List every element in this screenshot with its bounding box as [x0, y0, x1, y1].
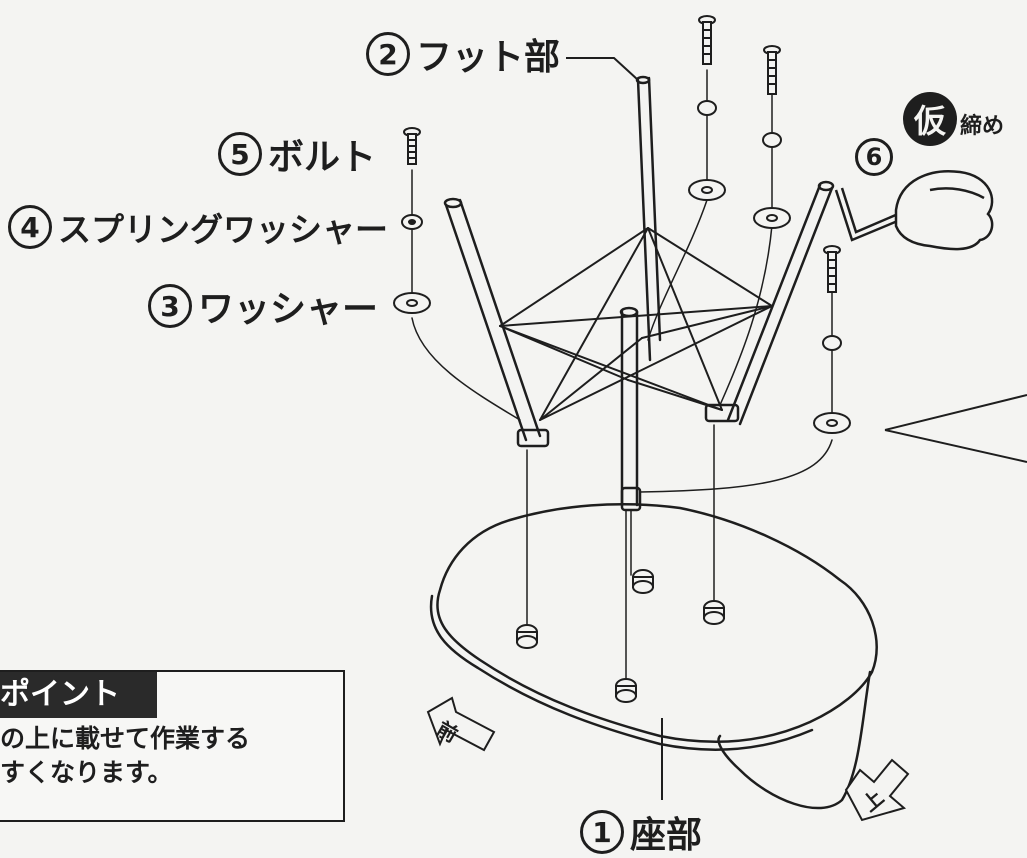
- temporary-tighten-badge: 仮: [903, 92, 957, 146]
- point-box: ポイント の上に載せて作業する すくなります。: [0, 670, 345, 822]
- label-foot: 2 フット部: [366, 28, 560, 80]
- label-washer-number: 3: [148, 284, 192, 328]
- label-wrench: 6: [855, 138, 893, 176]
- label-seat: 1 座部: [580, 806, 702, 858]
- label-spring-washer-number: 4: [8, 205, 52, 249]
- label-foot-number: 2: [366, 32, 410, 76]
- label-foot-text: フット部: [416, 37, 561, 78]
- temporary-tighten-text: 締め: [960, 114, 1005, 139]
- foot-left-leg: [444, 203, 528, 442]
- label-wrench-number: 6: [855, 138, 893, 176]
- seat-insert-nut-icon: [516, 569, 725, 703]
- front-arrow-icon: [426, 696, 496, 752]
- point-line: すくなります。: [0, 758, 173, 787]
- foot-leader-line: [566, 57, 639, 81]
- up-arrow-icon: [844, 758, 910, 822]
- seat-shell: [436, 503, 878, 743]
- foot-center-post: [636, 78, 652, 362]
- label-bolt-text: ボルト: [268, 137, 377, 178]
- label-spring-washer-text: スプリングワッシャー: [58, 210, 388, 249]
- seat-back-flap: [717, 670, 872, 810]
- label-washer: 3 ワッシャー: [148, 280, 378, 332]
- bolt-icon: [403, 127, 421, 165]
- point-header: ポイント: [0, 672, 157, 718]
- label-spring-washer: 4 スプリングワッシャー: [8, 203, 388, 251]
- label-bolt: 5 ボルト: [218, 128, 376, 180]
- seat-edge: [429, 594, 814, 751]
- label-bolt-number: 5: [218, 132, 262, 176]
- hex-wrench-hand-icon: [834, 170, 994, 251]
- foot-right-leg: [726, 183, 822, 422]
- point-line: の上に載せて作業する: [0, 724, 251, 753]
- point-body: の上に載せて作業する すくなります。: [0, 718, 343, 790]
- wire-frame: [499, 227, 773, 421]
- label-seat-number: 1: [580, 810, 624, 854]
- label-washer-text: ワッシャー: [198, 289, 379, 330]
- label-seat-text: 座部: [630, 815, 703, 856]
